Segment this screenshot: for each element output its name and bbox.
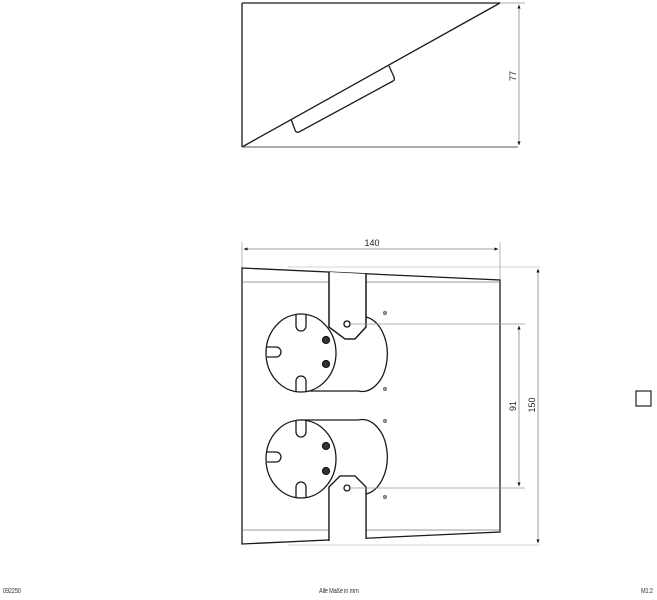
units-note: Alle Maße in mm	[319, 588, 359, 595]
side-view-dimension: 77	[500, 2, 525, 146]
width-dimension: 140	[241, 238, 501, 280]
dot-icon	[382, 386, 388, 392]
square-symbol-icon	[635, 390, 652, 407]
top-bracket	[328, 272, 367, 340]
upper-socket	[265, 313, 388, 393]
mounting-dots	[382, 310, 388, 500]
socket-contact-left	[267, 346, 282, 358]
upper-socket-body	[300, 316, 388, 393]
scale-label: M1:2	[641, 588, 653, 595]
article-number: 092250	[3, 588, 21, 595]
side-view-diagonal	[241, 2, 501, 148]
dot-icon	[382, 494, 388, 500]
front-view	[241, 266, 540, 546]
height-dimension: 150	[527, 268, 540, 544]
socket-spacing-dimension: 91	[350, 323, 525, 489]
dimension-150: 150	[527, 397, 537, 412]
dimension-91: 91	[508, 401, 518, 411]
dot-icon	[382, 418, 388, 424]
socket-screw	[321, 359, 331, 369]
socket-contact-bottom	[295, 375, 307, 392]
socket-contact-top	[295, 314, 307, 332]
socket-contact-bottom	[295, 481, 307, 498]
lower-socket-body	[300, 418, 388, 495]
upper-socket-face	[265, 313, 337, 393]
dimension-140: 140	[364, 238, 379, 248]
socket-profile	[290, 65, 395, 133]
side-view	[241, 2, 518, 148]
housing-outline	[241, 267, 501, 545]
lower-socket-face	[265, 419, 337, 499]
lower-socket	[265, 418, 388, 499]
dot-icon	[382, 310, 388, 316]
socket-screw	[321, 335, 331, 345]
socket-contact-top	[295, 420, 307, 438]
dimension-77: 77	[508, 71, 518, 81]
socket-screw	[321, 441, 331, 451]
socket-screw	[321, 466, 331, 476]
socket-contact-left	[267, 451, 282, 463]
